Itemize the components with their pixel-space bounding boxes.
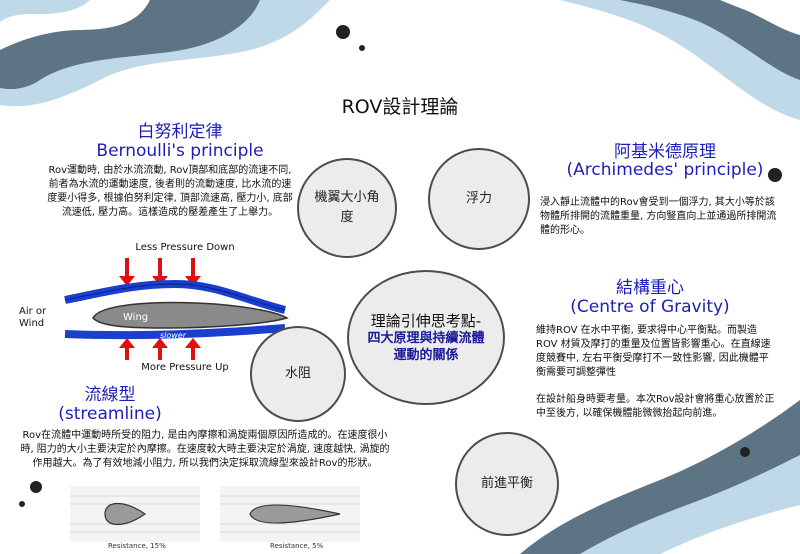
streamline-svg xyxy=(70,486,360,542)
archimedes-body: 浸入靜止流體中的Rov會受到一個浮力, 其大小等於該物體所排開的流體重量, 方向… xyxy=(540,197,777,236)
circle-center: 理論引伸思考點- 四大原理與持續流體運動的關係 xyxy=(347,270,505,405)
streamline-title-zh: 流線型 xyxy=(84,385,136,405)
wing-label: Wing xyxy=(123,312,148,323)
circle-balance: 前進平衡 xyxy=(455,432,559,536)
bernoulli-title-en: Bernoulli's principle xyxy=(96,141,264,161)
streamline-body: Rov在流體中運動時所受的阻力, 是由內摩擦和渦旋兩個原因所造成的。在速度很小時… xyxy=(20,430,390,469)
bernoulli-title-zh: 白努利定律 xyxy=(137,122,223,142)
circle-balance-label: 前進平衡 xyxy=(480,476,533,491)
wing-diagram: Less Pressure Down More Pressure Up Air … xyxy=(15,242,295,377)
circle-drag: 水阻 xyxy=(250,326,346,422)
center-subtitle: 四大原理與持續流體運動的關係 xyxy=(367,330,485,363)
circle-wing: 機翼大小角度 xyxy=(297,158,397,258)
bernoulli-body: Rov運動時, 由於水流流動, Rov頂部和底部的流速不同, 前者為水流的運動速… xyxy=(47,165,293,218)
archimedes-title-en: (Archimedes' principle) xyxy=(566,160,764,180)
streamline-title-en: (streamline) xyxy=(58,404,162,424)
more-pressure-label: More Pressure Up xyxy=(141,362,229,373)
up-arrows xyxy=(119,338,201,360)
center-title: 理論引伸思考點- xyxy=(370,311,482,330)
circle-wing-label: 機翼大小角度 xyxy=(314,190,380,225)
circle-buoyancy: 浮力 xyxy=(428,148,530,250)
wing-svg: faster Wing slower xyxy=(64,258,289,360)
slower-label: slower xyxy=(160,331,187,340)
circle-buoyancy-label: 浮力 xyxy=(465,191,492,206)
resistance-label-2: Resistance, 5% xyxy=(270,542,324,550)
archimedes-title-zh: 阿基米德原理 xyxy=(614,142,716,162)
gravity-body-1: 維持ROV 在水中平衡, 要求得中心平衡點。而製造 ROV 材質及摩打的重量及位… xyxy=(536,325,771,378)
gravity-title-zh: 結構重心 xyxy=(616,278,684,298)
gravity-body-2: 在設計船身時要考量。本次Rov設計會將重心放置於正中至後方, 以確保機體能微微抬… xyxy=(536,394,775,419)
faster-label: faster xyxy=(185,293,209,302)
page-title: ROV設計理論 xyxy=(341,96,459,118)
less-pressure-label: Less Pressure Down xyxy=(135,242,235,253)
air-label-1: Air or xyxy=(19,306,47,317)
down-arrows xyxy=(119,258,201,286)
dot-decoration xyxy=(336,25,350,39)
resistance-label-1: Resistance, 15% xyxy=(108,542,166,550)
air-label-2: Wind xyxy=(19,318,45,329)
circle-drag-label: 水阻 xyxy=(284,366,311,381)
streamline-diagram: Resistance, 15% Resistance, 5% xyxy=(70,486,360,554)
gravity-title-en: (Centre of Gravity) xyxy=(570,297,730,317)
